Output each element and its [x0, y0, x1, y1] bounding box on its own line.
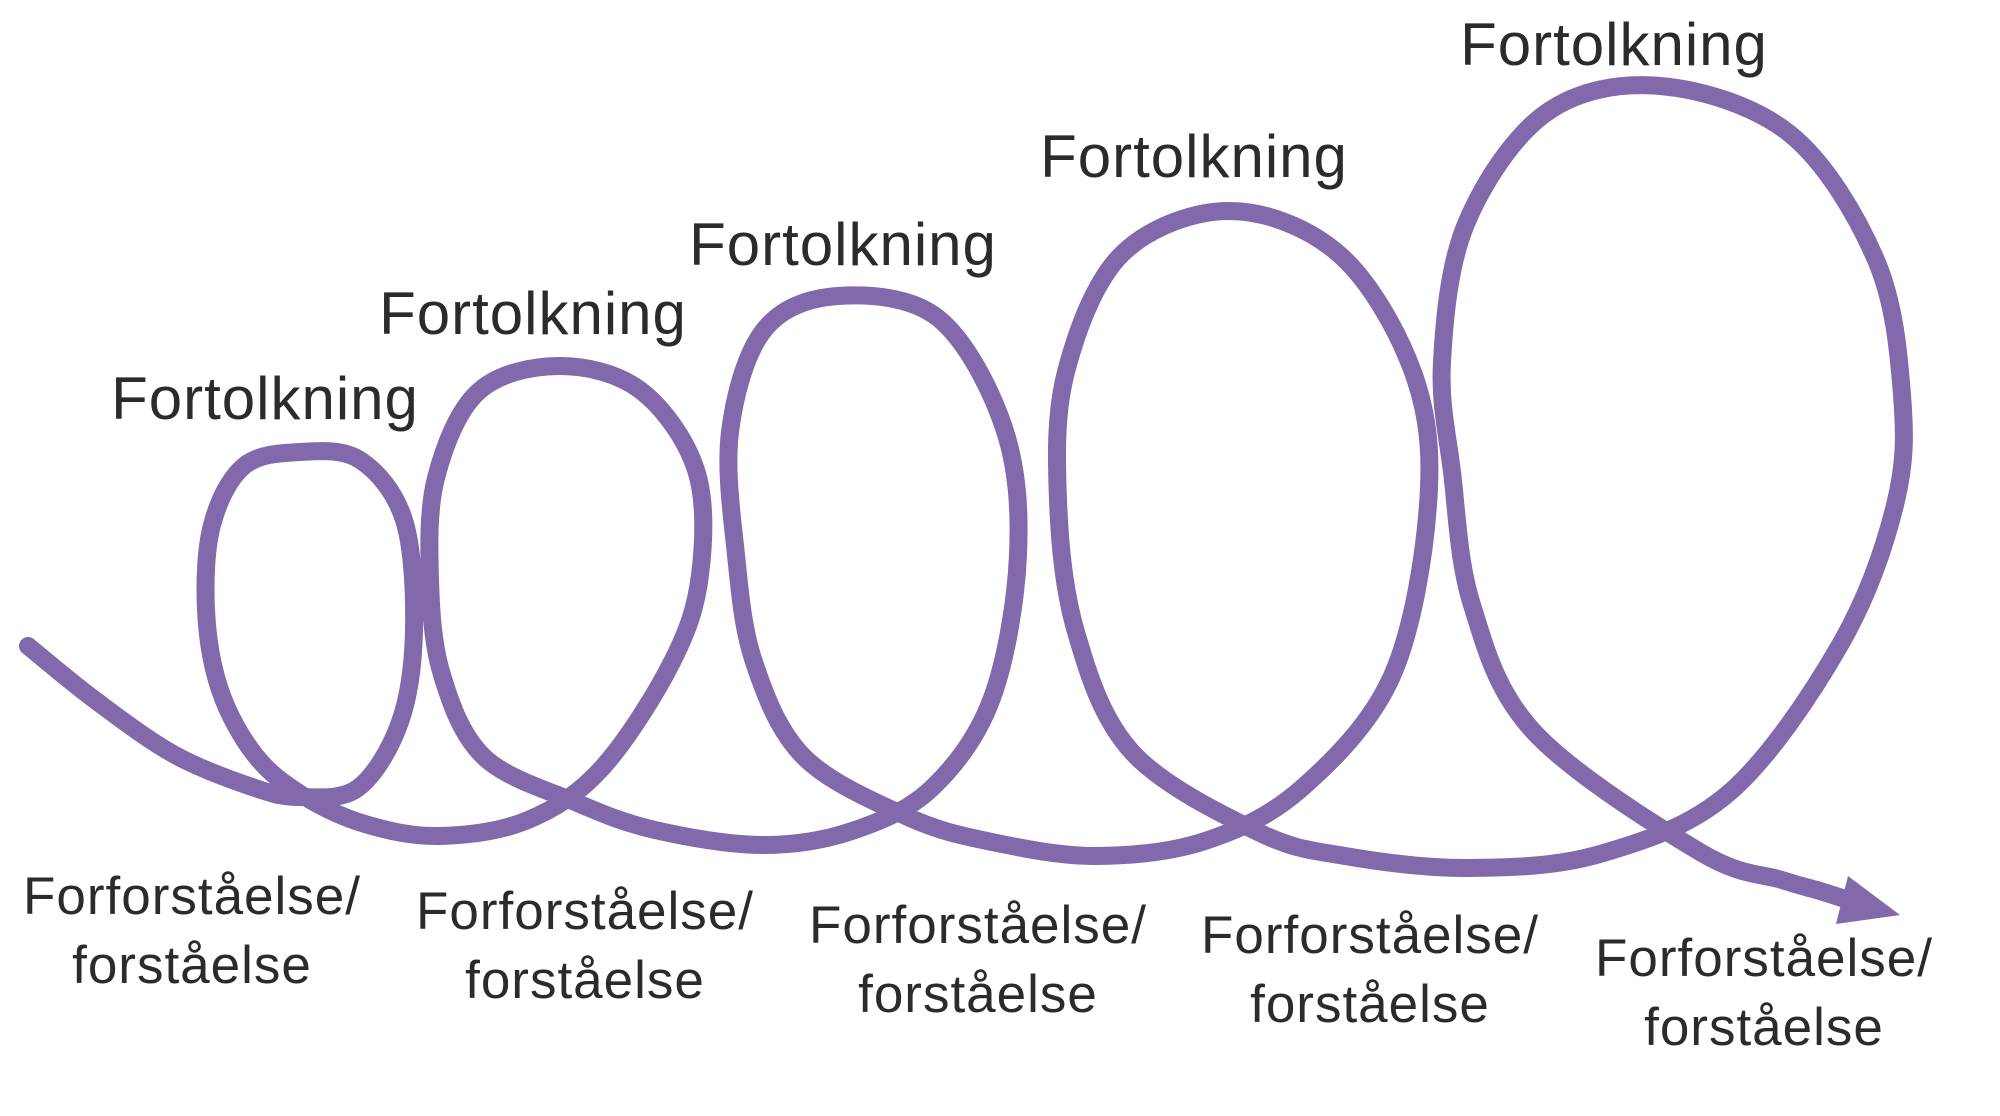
fortolkning-label-1: Fortolkning — [111, 365, 419, 432]
forforstaaelse-line1: Forforståelse/ — [808, 896, 1148, 955]
forforstaaelse-line1: Forforståelse/ — [1200, 906, 1540, 965]
forforstaaelse-label-1: Forforståelse/ forståelse — [23, 862, 361, 1000]
fortolkning-label-4: Fortolkning — [1040, 123, 1348, 190]
forforstaaelse-label-5: Forforståelse/ forståelse — [1595, 924, 1933, 1062]
forforstaaelse-line2: forståelse — [465, 951, 705, 1010]
forforstaaelse-label-3: Forforståelse/ forståelse — [809, 891, 1147, 1029]
forforstaaelse-line2: forståelse — [1644, 998, 1884, 1057]
spiral-curve — [19, 76, 1913, 908]
fortolkning-label-5: Fortolkning — [1460, 11, 1768, 78]
forforstaaelse-line1: Forforståelse/ — [415, 882, 755, 941]
forforstaaelse-label-2: Forforståelse/ forståelse — [416, 877, 754, 1015]
fortolkning-label-3: Fortolkning — [689, 211, 997, 278]
forforstaaelse-label-4: Forforståelse/ forståelse — [1201, 901, 1539, 1039]
fortolkning-label-2: Fortolkning — [379, 280, 687, 347]
forforstaaelse-line1: Forforståelse/ — [22, 867, 362, 926]
forforstaaelse-line2: forståelse — [858, 965, 1098, 1024]
forforstaaelse-line2: forståelse — [72, 936, 312, 995]
forforstaaelse-line1: Forforståelse/ — [1594, 929, 1934, 988]
forforstaaelse-line2: forståelse — [1250, 975, 1490, 1034]
arrow-head-icon — [1836, 876, 1900, 924]
